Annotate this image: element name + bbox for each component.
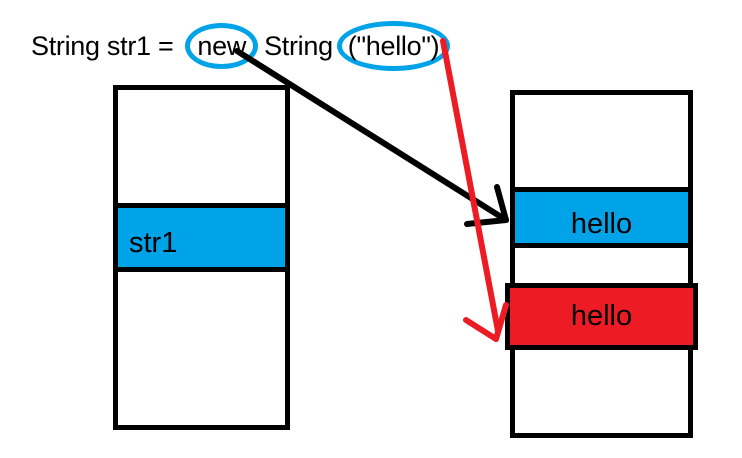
hello-to-heap-arrow-shaft xyxy=(440,38,501,334)
stack-str1-cell: str1 xyxy=(113,203,290,272)
hello-to-heap-arrowhead-left xyxy=(463,317,499,342)
code-statement: String str1 = new String ("hello") xyxy=(31,21,451,71)
heap-string-pool-cell: hello xyxy=(510,187,693,248)
code-prefix-text: String str1 = xyxy=(31,31,174,61)
code-middle-text: String xyxy=(264,31,333,61)
new-to-pool-arrowhead-upper xyxy=(494,184,509,223)
heap-object-cell-label: hello xyxy=(570,300,633,332)
heap-object-cell: hello xyxy=(505,283,698,350)
hello-argument-text: ("hello") xyxy=(347,31,440,61)
str1-cell-label: str1 xyxy=(129,227,178,259)
new-keyword-circle: new xyxy=(185,23,259,69)
new-keyword-text: new xyxy=(197,31,247,61)
heap-box xyxy=(510,90,693,438)
string-pool-cell-label: hello xyxy=(570,208,633,240)
hello-argument-circle: ("hello") xyxy=(336,21,451,71)
hello-to-heap-arrow xyxy=(440,38,509,342)
new-to-pool-arrowhead-lower xyxy=(464,217,509,227)
